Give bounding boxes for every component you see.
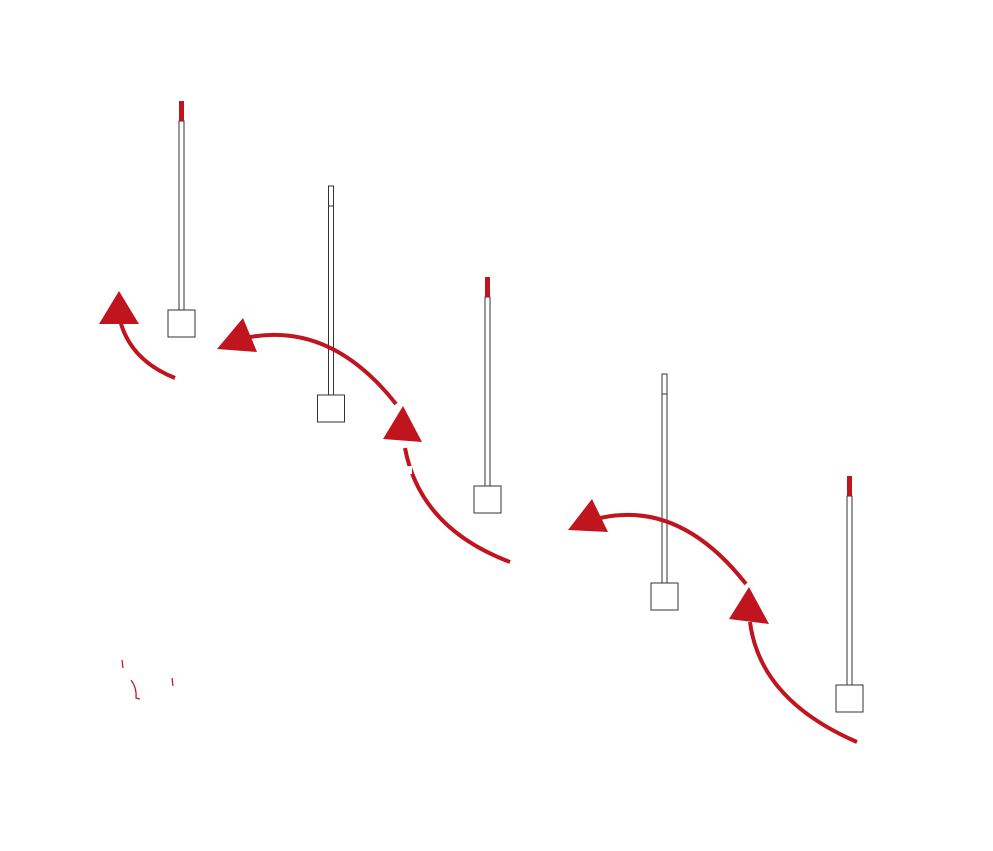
match-4 xyxy=(650,373,679,611)
match-5-head-red xyxy=(847,476,852,496)
arrow-2 xyxy=(217,318,398,406)
arrow-4 xyxy=(568,499,748,586)
match-2-head-white xyxy=(328,185,334,207)
stray-marks xyxy=(121,659,174,700)
match-3 xyxy=(473,277,502,514)
match-1-stick xyxy=(178,120,185,311)
match-1-base xyxy=(167,309,196,338)
arrow-2-curve xyxy=(244,332,398,406)
stray-mark-1 xyxy=(121,659,124,669)
match-2-stick xyxy=(328,205,334,396)
arrow-2-head xyxy=(217,318,257,352)
match-1-head-red xyxy=(179,101,184,121)
match-4-head-white xyxy=(661,373,668,395)
stray-mark-3 xyxy=(171,677,174,687)
match-1 xyxy=(167,101,196,338)
match-3-stick xyxy=(484,296,491,487)
arrow-3-gap xyxy=(402,466,412,474)
match-5-base xyxy=(835,684,864,713)
match-3-base xyxy=(473,485,502,514)
arrow-4-curve xyxy=(599,512,748,586)
match-2-base xyxy=(317,394,345,423)
match-5-stick xyxy=(846,495,853,686)
arrow-1-curve xyxy=(118,319,176,380)
match-4-stick xyxy=(661,393,668,584)
arrow-3-head xyxy=(383,406,422,442)
arrow-5-head xyxy=(729,587,769,624)
arrow-4-head xyxy=(568,499,608,532)
match-3-head-red xyxy=(485,277,490,297)
arrow-3 xyxy=(383,406,511,564)
arrow-1-head xyxy=(99,291,139,324)
match-2 xyxy=(317,185,345,423)
stray-mark-2 xyxy=(130,679,141,700)
arrow-1 xyxy=(99,291,176,380)
arrow-5-curve xyxy=(748,621,858,744)
arrow-5 xyxy=(729,587,858,744)
match-5 xyxy=(835,476,864,713)
match-4-base xyxy=(650,582,679,611)
